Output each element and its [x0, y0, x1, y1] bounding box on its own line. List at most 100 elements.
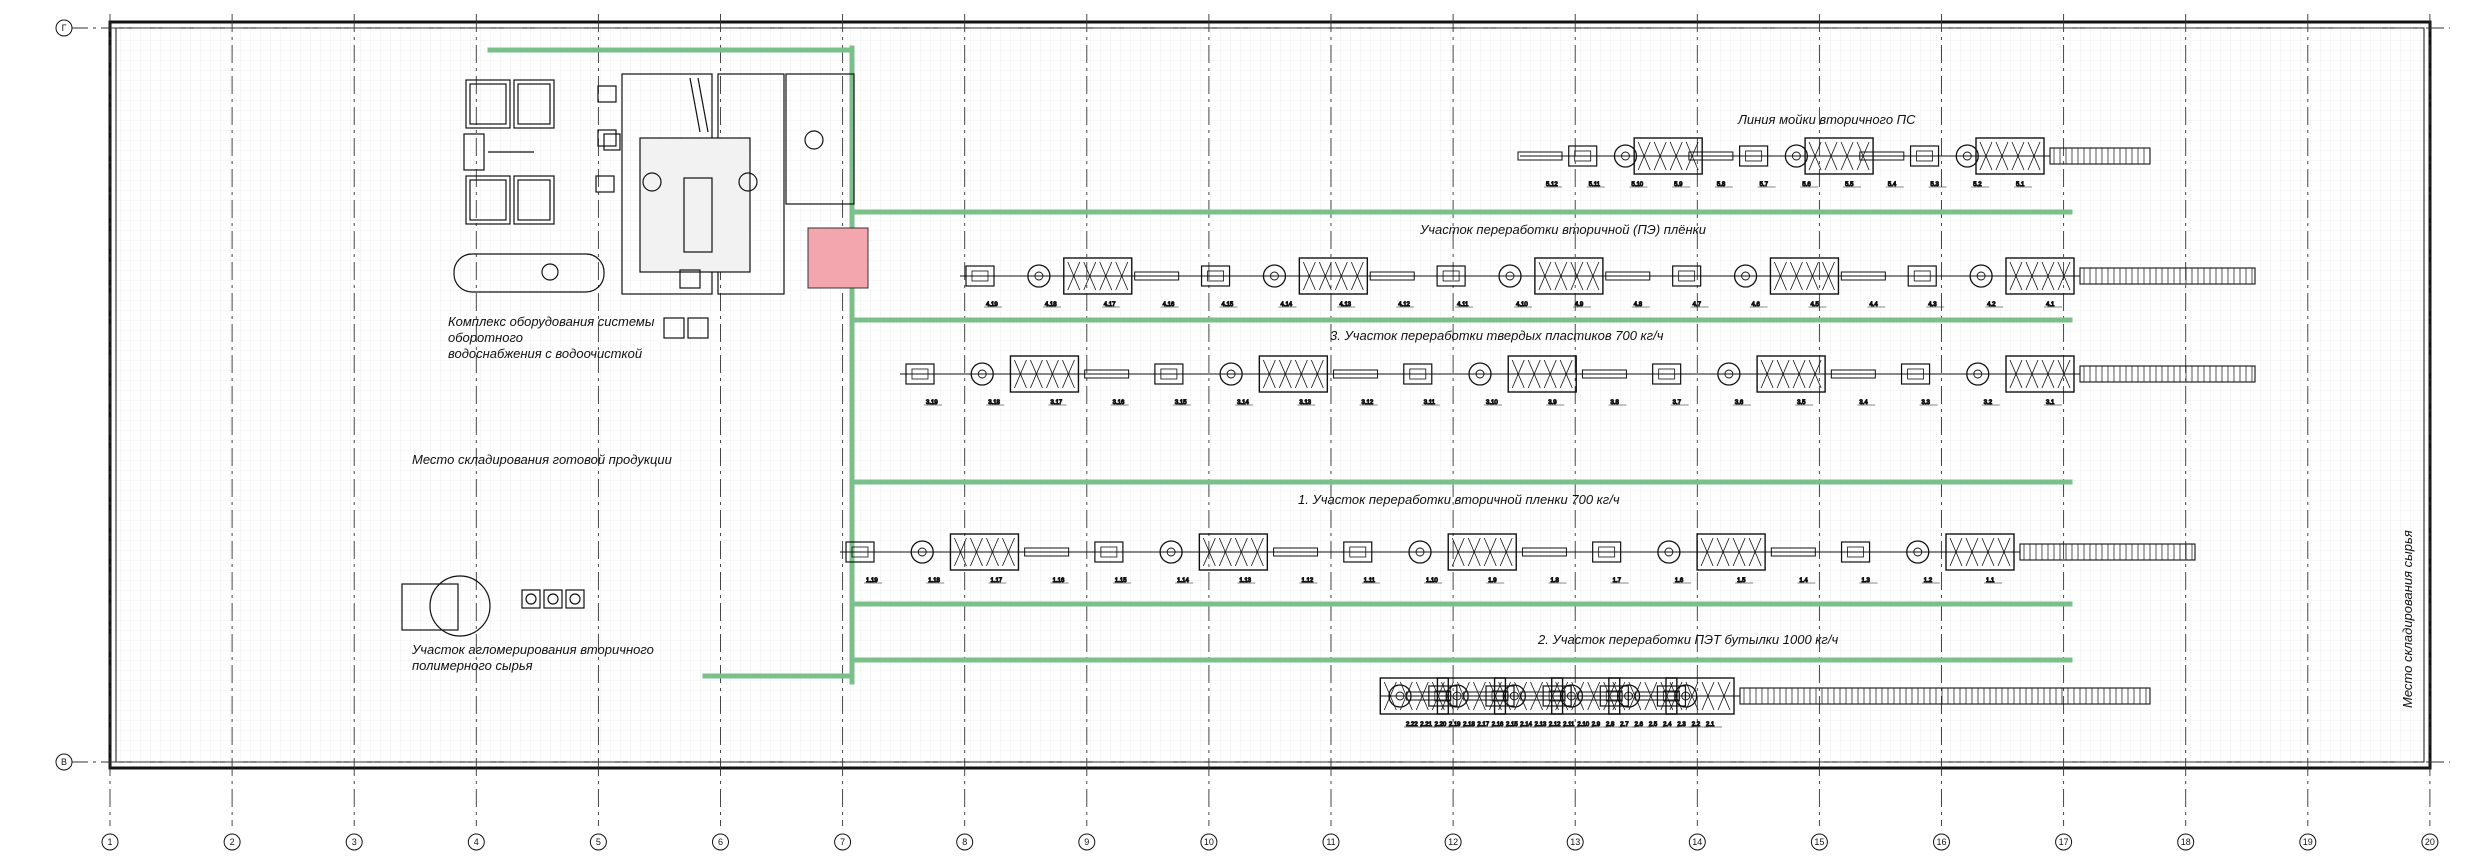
equipment-tag: 5.12 — [1546, 182, 1558, 188]
machine-4.15 — [1200, 265, 1231, 287]
equipment-tag: 5.2 — [1973, 182, 1982, 188]
process-line-line2: 2.12.22.32.42.52.62.72.82.92.102.112.122… — [1379, 677, 2151, 729]
equipment-tag: 2.21 — [1420, 722, 1432, 728]
machine-3.18 — [970, 362, 994, 386]
equipment-tag: 4.11 — [1457, 302, 1469, 308]
axis-bubble-8 — [956, 833, 974, 851]
machine-1.6 — [1657, 540, 1681, 564]
water-treatment-equipment — [463, 73, 855, 339]
axis-label-18: 18 — [2181, 837, 2191, 847]
machine-2.2 — [1674, 684, 1698, 708]
axis-bubble-18 — [2177, 833, 2195, 851]
machine-1.5 — [1696, 533, 1766, 571]
machine-4.11 — [1436, 265, 1466, 287]
axis-bubble-2 — [223, 833, 241, 851]
equipment-tag: 2.5 — [1649, 722, 1658, 728]
equipment-tag: 1.10 — [1426, 578, 1438, 584]
axis-bubble-19 — [2299, 833, 2317, 851]
machine-1.15 — [1094, 541, 1124, 563]
axis-bubble-17 — [2055, 833, 2073, 851]
machine-3.19 — [905, 363, 935, 385]
equipment-tag: 1.4 — [1799, 578, 1808, 584]
equipment-tag: 5.4 — [1888, 182, 1897, 188]
axis-bubble-В — [55, 753, 73, 771]
machine-4.19 — [965, 265, 995, 287]
machine-5.4 — [1859, 151, 1905, 161]
axis-label-2: 2 — [230, 837, 235, 847]
equipment-tag: 3.4 — [1859, 400, 1868, 406]
machine-2.1 — [1665, 677, 1735, 715]
machine-4.9 — [1534, 257, 1604, 295]
machine-5.12 — [1517, 151, 1563, 161]
machine-3.4 — [1830, 369, 1876, 379]
machine-3.9 — [1507, 355, 1577, 393]
axis-bubble-13 — [1566, 833, 1584, 851]
equipment-tag: 2.8 — [1606, 722, 1615, 728]
axis-bubble-12 — [1444, 833, 1462, 851]
machine-1.12 — [1273, 547, 1319, 557]
equipment-tag: 4.18 — [1045, 302, 1057, 308]
machine-2.10 — [1559, 684, 1584, 708]
machine-4.8 — [1605, 271, 1651, 281]
equipment-tag: 4.9 — [1575, 302, 1584, 308]
equipment-tag: 3.11 — [1424, 400, 1436, 406]
machine-1.11 — [1343, 541, 1373, 563]
axis-bubble-14 — [1688, 833, 1706, 851]
axis-bubble-10 — [1200, 833, 1218, 851]
machine-3.14 — [1219, 362, 1243, 386]
machine-4.2 — [1969, 264, 1993, 288]
machine-3.16 — [1084, 369, 1130, 379]
equipment-tag: 4.12 — [1398, 302, 1410, 308]
label-storage-raw: Место складирования сырья — [2400, 530, 2415, 708]
process-line-line3: 3.13.23.33.43.53.63.73.83.93.103.113.123… — [900, 355, 2256, 407]
axis-label-17: 17 — [2059, 837, 2069, 847]
axis-bubble-5 — [589, 833, 607, 851]
label-line-2: 2. Участок переработки ПЭТ бутылки 1000 … — [1537, 632, 1838, 647]
axis-label-10: 10 — [1204, 837, 1214, 847]
equipment-tag: 4.15 — [1222, 302, 1234, 308]
equipment-tag: 1.19 — [866, 578, 878, 584]
machine-3.13 — [1258, 355, 1329, 393]
axis-label-14: 14 — [1692, 837, 1702, 847]
equipment-tag: 3.8 — [1610, 400, 1619, 406]
machine-3.10 — [1468, 362, 1492, 386]
machine-3.17 — [1009, 355, 1080, 393]
equipment-tag: 1.5 — [1737, 578, 1746, 584]
machine-2.9 — [1551, 677, 1621, 715]
axis-label-8: 8 — [962, 837, 967, 847]
equipment-tag: 3.18 — [988, 400, 1000, 406]
machine-2.5 — [1608, 677, 1678, 715]
machine-1.8 — [1521, 547, 1567, 557]
machine-3.11 — [1403, 363, 1433, 385]
machine-2.17 — [1436, 677, 1507, 715]
equipment-tag: 5.10 — [1631, 182, 1643, 188]
equipment-tag: 1.18 — [928, 578, 940, 584]
pipe-network — [487, 45, 2073, 685]
equipment-tag: 3.13 — [1299, 400, 1311, 406]
machine-1.2 — [1906, 540, 1930, 564]
machine-1.10 — [1408, 540, 1432, 564]
machine-5.11 — [1568, 145, 1598, 167]
equipment-tag: 4.5 — [1810, 302, 1819, 308]
equipment-tag: 4.16 — [1163, 302, 1175, 308]
machine-5.5 — [1804, 137, 1874, 175]
equipment-tag: 2.11 — [1563, 722, 1575, 728]
axis-label-13: 13 — [1570, 837, 1580, 847]
machine-2.6 — [1616, 684, 1641, 708]
equipment-tag: 2.13 — [1535, 722, 1547, 728]
machine-5.8 — [1688, 151, 1734, 161]
axis-bubble-Г — [55, 19, 73, 37]
machine-2.21 — [1379, 677, 1449, 715]
machine-4.12 — [1369, 271, 1415, 281]
axis-label-1: 1 — [107, 837, 112, 847]
machine-3.5 — [1756, 355, 1826, 393]
equipment-tag: 2.4 — [1663, 722, 1672, 728]
machine-4.6 — [1733, 264, 1758, 288]
equipment-tag: 4.2 — [1987, 302, 1996, 308]
equipment-tag: 5.7 — [1760, 182, 1769, 188]
equipment-tag: 3.17 — [1050, 400, 1062, 406]
equipment-tag: 3.16 — [1113, 400, 1125, 406]
equipment-tag: 3.9 — [1548, 400, 1557, 406]
machine-1.9 — [1447, 533, 1517, 571]
